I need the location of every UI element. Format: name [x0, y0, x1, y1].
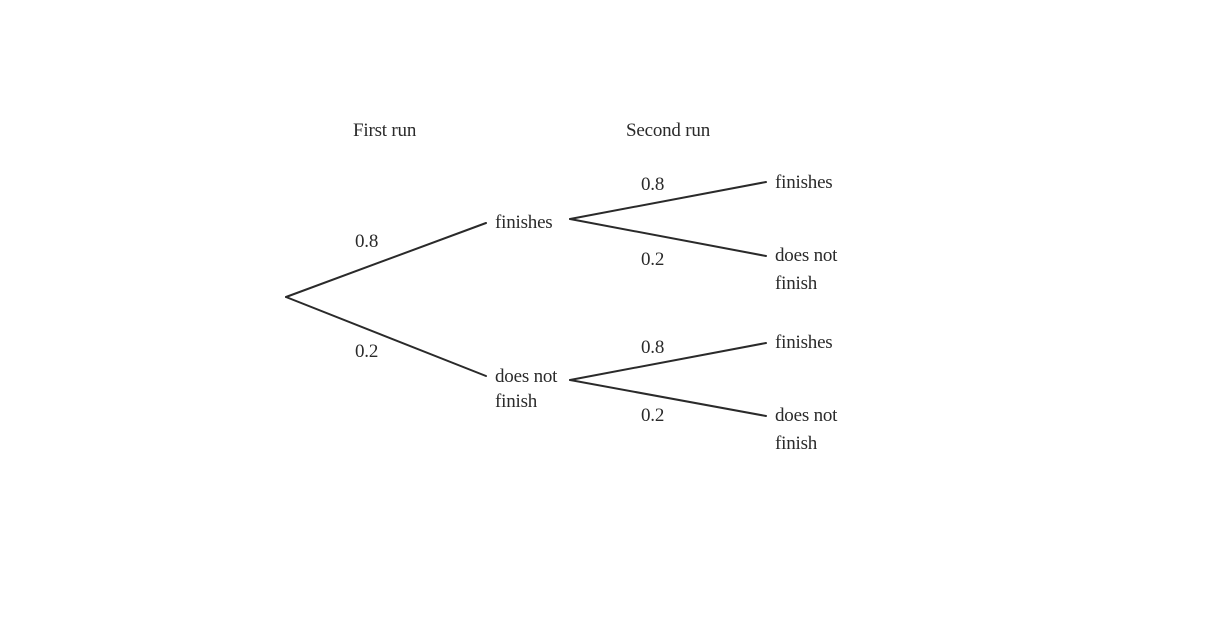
first-run-heading: First run [353, 120, 417, 141]
leaf-does-not-finish-finishes: finishes [775, 332, 833, 353]
node-first-does-not-finish: does not finish [495, 364, 557, 414]
probability-first-does-not-finish: 0.2 [355, 341, 379, 362]
probability-second-after-finishes-does-not-finish: 0.2 [641, 249, 665, 270]
leaf-label-line2: finish [775, 433, 818, 454]
leaf-does-not-finish-does-not-finish: does not finish [775, 402, 837, 458]
probability-second-after-does-not-finish-does-not-finish: 0.2 [641, 405, 665, 426]
probability-second-after-does-not-finish-finishes: 0.8 [641, 337, 665, 358]
node-label-line2: finish [495, 391, 538, 412]
leaf-label-line1: does not [775, 405, 838, 426]
node-label-line1: does not [495, 366, 558, 387]
leaf-finishes-does-not-finish: does not finish [775, 242, 837, 298]
branch-second-after-finishes-finishes [569, 181, 767, 220]
leaf-label-line2: finish [775, 273, 818, 294]
probability-second-after-finishes-finishes: 0.8 [641, 174, 665, 195]
branch-second-after-finishes-does-not-finish [569, 218, 767, 257]
branch-second-after-does-not-finish-does-not-finish [569, 379, 767, 417]
probability-first-finishes: 0.8 [355, 231, 379, 252]
branch-second-after-does-not-finish-finishes [569, 342, 767, 381]
node-first-finishes: finishes [495, 212, 553, 233]
second-run-heading: Second run [626, 120, 711, 141]
branch-first-does-not-finish [285, 296, 487, 377]
leaf-finishes-finishes: finishes [775, 172, 833, 193]
leaf-label-line1: does not [775, 245, 838, 266]
branch-first-finishes [285, 222, 487, 298]
